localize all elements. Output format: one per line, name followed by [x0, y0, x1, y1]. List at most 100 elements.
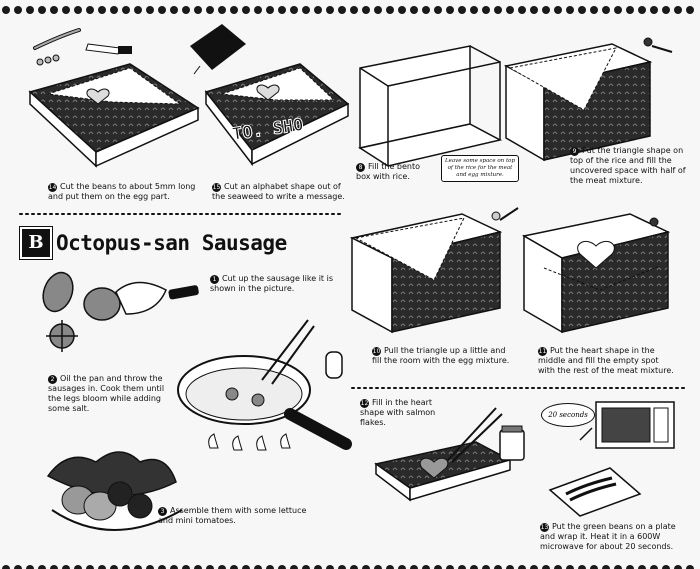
border-dot: [554, 565, 562, 569]
border-dot: [398, 6, 406, 14]
empty-bento-box-illustration: [358, 45, 503, 167]
bento-triangle-egg-illustration: [349, 207, 519, 334]
border-dot: [314, 565, 322, 569]
border-dot: [302, 565, 310, 569]
border-dot: [638, 565, 646, 569]
border-dot: [86, 6, 94, 14]
border-dot: [170, 565, 178, 569]
border-dot: [14, 6, 22, 14]
border-dot: [578, 6, 586, 14]
border-dot: [578, 565, 586, 569]
border-dot: [38, 565, 46, 569]
border-dot: [194, 6, 202, 14]
border-dot: [62, 565, 70, 569]
border-dot: [590, 6, 598, 14]
border-dot: [230, 565, 238, 569]
bento-triangle-meat-illustration: [503, 37, 673, 162]
border-dot: [206, 6, 214, 14]
border-dot: [110, 565, 118, 569]
border-dot: [422, 6, 430, 14]
border-dot: [2, 6, 10, 14]
border-dot: [134, 6, 142, 14]
border-dot: [422, 565, 430, 569]
border-dot: [686, 6, 694, 14]
border-dot: [614, 565, 622, 569]
border-dot: [662, 6, 670, 14]
border-dot: [530, 565, 538, 569]
border-dot: [470, 6, 478, 14]
border-dot: [278, 6, 286, 14]
border-dot: [686, 565, 694, 569]
border-dot: [50, 6, 58, 14]
border-dot: [278, 565, 286, 569]
border-dot: [350, 6, 358, 14]
step-number-badge: 2: [48, 375, 57, 384]
border-dot: [314, 6, 322, 14]
border-dot: [110, 6, 118, 14]
border-dot: [650, 6, 658, 14]
border-dot: [446, 6, 454, 14]
border-dot: [38, 6, 46, 14]
border-dot: [506, 565, 514, 569]
step-number-badge: 3: [158, 507, 167, 516]
border-dot: [506, 6, 514, 14]
border-dot: [122, 6, 130, 14]
border-dot: [434, 6, 442, 14]
section-letter-badge: B: [22, 229, 50, 257]
border-dot: [14, 565, 22, 569]
step-number-badge: 12: [360, 399, 369, 408]
microwave-plate-illustration: [548, 401, 675, 517]
border-dot: [662, 565, 670, 569]
border-dot: [98, 6, 106, 14]
border-dot: [650, 565, 658, 569]
step-number-badge: 11: [538, 347, 547, 356]
step-text: Pull the triangle up a little and fill t…: [372, 346, 510, 365]
border-dot: [98, 565, 106, 569]
border-dot: [374, 565, 382, 569]
border-dot: [446, 565, 454, 569]
border-dot: [86, 565, 94, 569]
border-dot: [242, 565, 250, 569]
border-dot: [542, 565, 550, 569]
step-text: Put the green beans on a plate and wrap …: [540, 522, 676, 551]
step-text: Fill the bento box with rice.: [356, 162, 421, 181]
border-dot: [542, 6, 550, 14]
sausage-knife-illustration: [42, 271, 199, 352]
step-text: Cut the beans to about 5mm long and put …: [48, 182, 196, 201]
section-title: Octopus-san Sausage: [56, 231, 287, 255]
border-dot: [494, 6, 502, 14]
border-dot: [434, 565, 442, 569]
step-number-badge: 1: [210, 275, 219, 284]
step-text: Fill in the heart shape with salmon flak…: [360, 398, 436, 427]
border-dot: [350, 565, 358, 569]
microwave-timer-bubble: 20 seconds: [541, 403, 595, 427]
border-dot: [482, 565, 490, 569]
border-dot: [530, 6, 538, 14]
step-number-badge: 15: [212, 183, 221, 192]
border-dot: [338, 6, 346, 14]
border-dot: [602, 6, 610, 14]
rice-space-callout: Leave some space on top of the rice for …: [441, 155, 519, 182]
border-dot: [614, 6, 622, 14]
border-dot: [626, 6, 634, 14]
border-dot: [146, 6, 154, 14]
border-dot: [290, 6, 298, 14]
border-dot: [290, 565, 298, 569]
border-dot: [458, 6, 466, 14]
border-dot: [26, 565, 34, 569]
border-dot: [470, 565, 478, 569]
border-dot: [362, 565, 370, 569]
step-number-badge: 14: [48, 183, 57, 192]
step-number-badge: 13: [540, 523, 549, 532]
border-dot: [206, 565, 214, 569]
frying-pan-illustration: [177, 319, 352, 451]
border-dot: [674, 565, 682, 569]
border-dot: [50, 565, 58, 569]
border-dot: [158, 6, 166, 14]
border-dot: [266, 565, 274, 569]
